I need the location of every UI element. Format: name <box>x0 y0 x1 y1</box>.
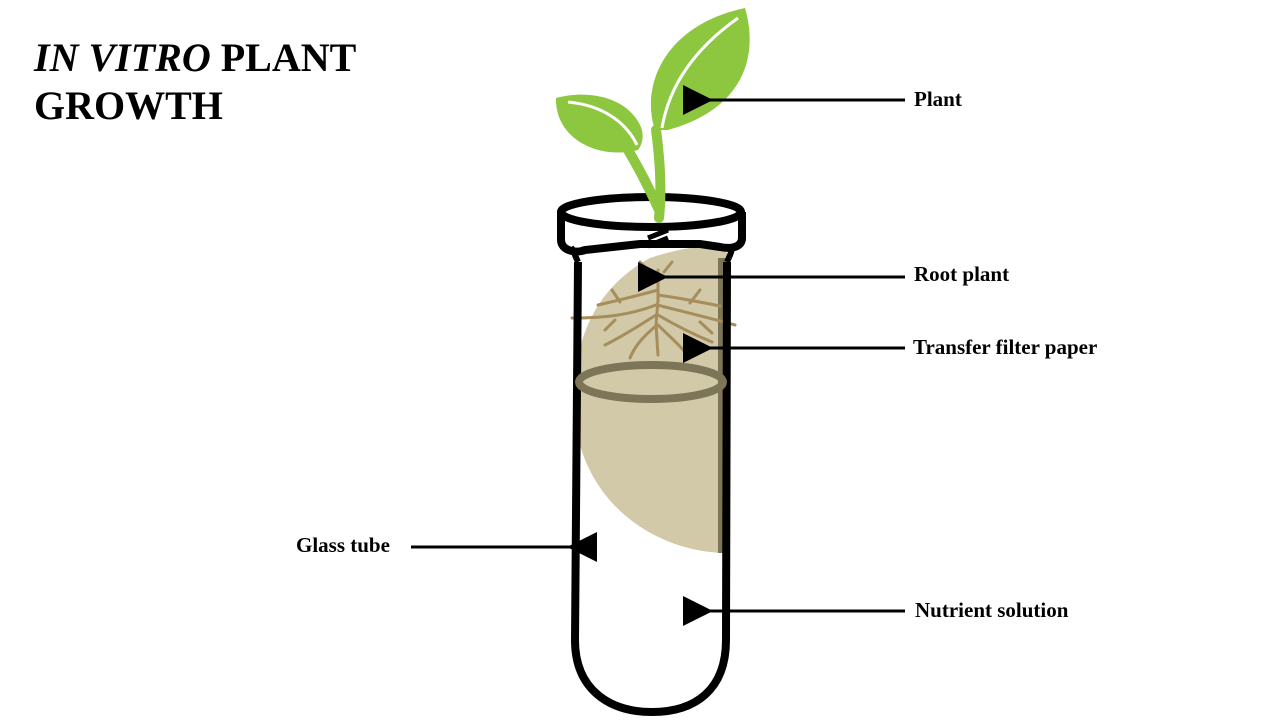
tube-neck <box>570 244 735 264</box>
nutrient-meniscus <box>575 361 727 403</box>
left-leaf <box>555 94 643 153</box>
label-root-plant: Root plant <box>914 262 1010 286</box>
left-leaf-vein <box>567 100 639 146</box>
label-nutrient-solution: Nutrient solution <box>915 598 1069 622</box>
label-plant: Plant <box>914 87 962 111</box>
stem-twist <box>647 227 669 249</box>
title-italic: IN VITRO <box>34 35 211 80</box>
glass-tube-body <box>570 261 731 717</box>
label-glass-tube: Glass tube <box>296 533 390 557</box>
right-leaf-vein <box>660 16 739 129</box>
title-second-line: GROWTH <box>34 83 223 128</box>
tube-rim-band <box>557 212 746 256</box>
plant-stem <box>623 125 666 223</box>
label-transfer-filter-paper: Transfer filter paper <box>913 335 1098 359</box>
right-leaf <box>650 8 750 130</box>
page-title: IN VITRO PLANT GROWTH <box>34 34 356 130</box>
title-rest: PLANT <box>210 35 357 80</box>
